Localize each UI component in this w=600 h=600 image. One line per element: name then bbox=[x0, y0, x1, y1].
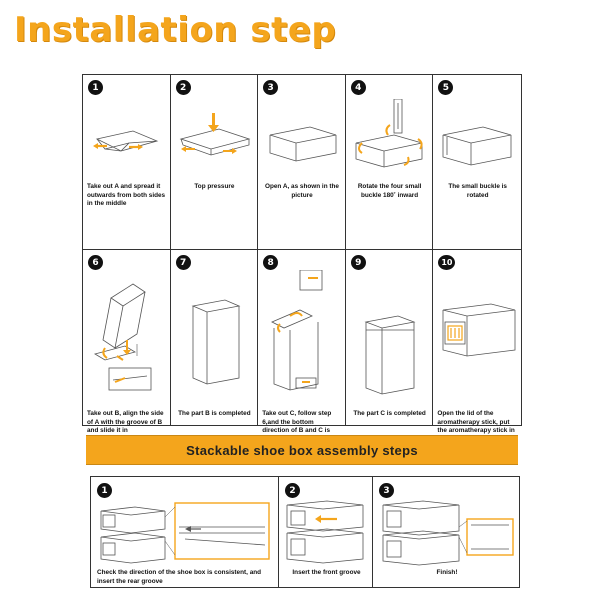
open-box-illustration bbox=[269, 126, 337, 162]
slide-part-b-illustration bbox=[93, 283, 152, 391]
step-caption: Insert the front groove bbox=[292, 569, 361, 576]
step-number: 7 bbox=[175, 255, 191, 270]
part-c-complete-illustration bbox=[364, 315, 416, 395]
step-number: 6 bbox=[88, 255, 103, 270]
finished-stack-illustration bbox=[382, 500, 514, 566]
step-caption: Take out A and spread it outwards from b… bbox=[87, 183, 166, 208]
step-number: 3 bbox=[263, 80, 279, 95]
step-caption: Check the direction of the shoe box is c… bbox=[97, 569, 262, 585]
step-number: 8 bbox=[263, 255, 279, 270]
page-title: Installation step bbox=[14, 10, 337, 50]
step-8: 8 Take out C, follow step 6,and the bott… bbox=[258, 250, 346, 443]
completed-buckle-illustration bbox=[442, 126, 512, 166]
step-6: 6 Take out B, align the side of A with t… bbox=[83, 250, 171, 434]
part-b-complete-illustration bbox=[191, 299, 240, 385]
rear-groove-illustration bbox=[100, 502, 270, 564]
installation-steps-grid: 1 Take out A and spread it outwards from… bbox=[82, 74, 522, 452]
step-caption: The small buckle is rotated bbox=[448, 183, 507, 199]
unfold-box-illustration bbox=[93, 130, 159, 152]
step-caption: The part B is completed bbox=[178, 410, 251, 417]
step-number: 1 bbox=[88, 80, 103, 95]
stack-step-2: 2 Insert the front groove bbox=[279, 477, 373, 587]
step-caption: Top pressure bbox=[194, 183, 235, 190]
step-number: 3 bbox=[379, 483, 394, 498]
step-number: 5 bbox=[438, 80, 454, 95]
step-2: 2 Top pressure bbox=[170, 75, 259, 250]
step-number: 2 bbox=[285, 483, 300, 498]
step-caption: The part C is completed bbox=[353, 410, 426, 417]
top-pressure-illustration bbox=[179, 113, 250, 156]
aromatherapy-stick-illustration bbox=[442, 303, 516, 357]
stackable-steps-grid: 1 Check the direction of the shoe box is bbox=[90, 476, 520, 588]
front-groove-illustration bbox=[286, 500, 364, 564]
slide-part-c-illustration bbox=[271, 270, 323, 391]
step-number: 9 bbox=[350, 255, 366, 270]
step-caption: Open A, as shown in the picture bbox=[265, 183, 339, 199]
step-7: 7 The part B is completed bbox=[171, 250, 259, 425]
stackable-section-title: Stackable shoe box assembly steps bbox=[86, 435, 518, 465]
step-number: 1 bbox=[97, 483, 112, 498]
stack-step-3: 3 Finish! bbox=[373, 477, 519, 587]
stack-step-1: 1 Check the direction of the shoe box is bbox=[91, 477, 279, 587]
step-1: 1 Take out A and spread it outwards from… bbox=[83, 75, 171, 250]
step-number: 10 bbox=[438, 255, 456, 270]
step-10: 10 Open the lid of the aromatherapy stic… bbox=[433, 250, 521, 452]
step-number: 4 bbox=[350, 80, 366, 95]
step-4: 4 Rotate the four small buckle 180˚ inwa… bbox=[345, 75, 434, 250]
step-9: 9 The part C is completed bbox=[346, 250, 434, 425]
step-caption: Rotate the four small buckle 180˚ inward bbox=[357, 183, 422, 199]
step-3: 3 Open A, as shown in the picture bbox=[258, 75, 346, 250]
rotate-buckle-illustration bbox=[355, 99, 423, 168]
step-caption: Take out B, align the side of A with the… bbox=[87, 410, 164, 435]
step-5: 5 The small buckle is rotated bbox=[433, 75, 521, 250]
step-caption: Finish! bbox=[436, 569, 458, 576]
step-number: 2 bbox=[175, 80, 191, 95]
